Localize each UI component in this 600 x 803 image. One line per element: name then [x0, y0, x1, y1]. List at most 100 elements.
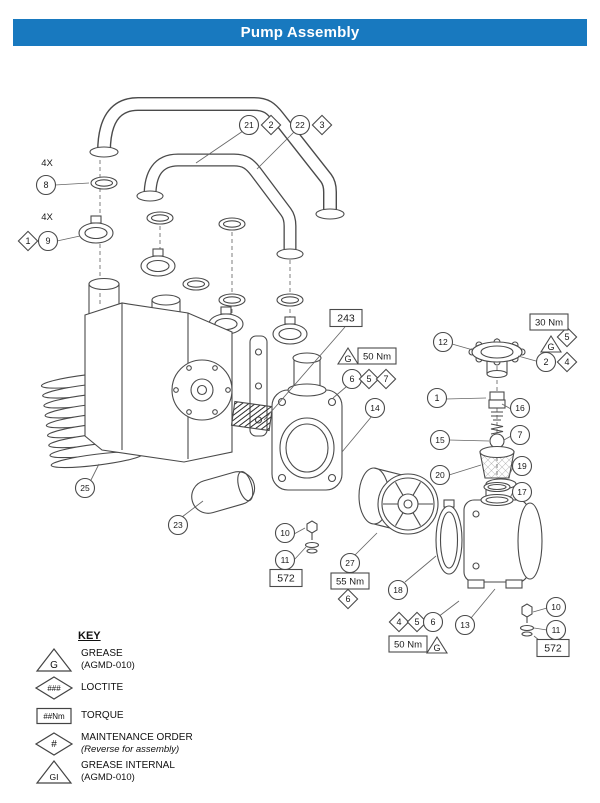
quantity-label: 4X: [41, 212, 53, 223]
torque-label: 30 Nm: [529, 313, 569, 331]
filter-cartridge: [358, 467, 439, 535]
part-balloon-12: 12: [432, 331, 454, 353]
svg-text:4: 4: [564, 357, 569, 367]
maintenance-step-marker-2: 2: [260, 114, 282, 136]
part-balloon-18: 18: [387, 579, 409, 601]
part-balloon-2: 2: [535, 351, 557, 373]
key-title: KEY: [78, 630, 101, 642]
pipe-rear: [89, 97, 345, 220]
svg-text:2: 2: [268, 120, 273, 130]
torque-label: 50 Nm: [388, 635, 428, 653]
maintenance-step-marker-3: 3: [311, 114, 333, 136]
key-item-grease-internal: GI GREASE INTERNAL(AGMD-010): [30, 759, 260, 785]
svg-text:50 Nm: 50 Nm: [363, 352, 391, 363]
svg-text:10: 10: [551, 602, 561, 612]
svg-text:15: 15: [435, 435, 445, 445]
part-balloon-9: 9: [37, 230, 59, 252]
svg-text:18: 18: [393, 585, 403, 595]
flange-plate: [271, 352, 343, 491]
key-item-label: GREASE(AGMD-010): [81, 647, 135, 672]
maintenance-step-marker-5: 5: [556, 326, 578, 348]
maintenance-step-marker-5: 5: [406, 611, 428, 633]
svg-text:25: 25: [80, 483, 90, 493]
svg-text:16: 16: [515, 403, 525, 413]
svg-text:12: 12: [438, 337, 448, 347]
svg-text:8: 8: [43, 180, 48, 190]
svg-text:572: 572: [544, 643, 562, 655]
svg-text:21: 21: [244, 120, 254, 130]
key-item-label: GREASE INTERNAL(AGMD-010): [81, 759, 175, 784]
part-balloon-11: 11: [545, 619, 567, 641]
svg-text:10: 10: [280, 528, 290, 538]
svg-text:#: #: [51, 739, 57, 750]
svg-text:11: 11: [552, 625, 561, 635]
svg-text:G: G: [50, 660, 58, 671]
svg-text:4: 4: [396, 617, 401, 627]
svg-text:14: 14: [370, 403, 380, 413]
part-balloon-17: 17: [511, 481, 533, 503]
pipe-front: [136, 153, 304, 260]
part-balloon-10: 10: [545, 596, 567, 618]
svg-text:19: 19: [517, 461, 527, 471]
svg-text:1: 1: [434, 393, 439, 403]
grease-symbol: G: [337, 346, 359, 365]
svg-text:30 Nm: 30 Nm: [535, 318, 563, 329]
key-item-torque: ##Nm TORQUE: [30, 703, 260, 729]
part-balloon-14: 14: [364, 397, 386, 419]
part-balloon-27: 27: [339, 552, 361, 574]
svg-text:###: ###: [47, 684, 61, 693]
part-balloon-6: 6: [422, 611, 444, 633]
svg-text:55 Nm: 55 Nm: [336, 577, 364, 588]
part-balloon-25: 25: [74, 477, 96, 499]
key-item-label: LOCTITE: [81, 681, 124, 693]
svg-text:5: 5: [414, 617, 419, 627]
leader-lines: [54, 130, 548, 646]
triangle-symbol-icon: GI: [30, 759, 78, 785]
torque-label: 50 Nm: [357, 347, 397, 365]
svg-text:G: G: [433, 643, 440, 653]
svg-text:1: 1: [25, 236, 30, 246]
clamp-ring: [435, 499, 463, 575]
svg-text:6: 6: [430, 617, 435, 627]
key-item-maintenance-order: #MAINTENANCE ORDER(Reverse for assembly): [30, 731, 260, 757]
diamond-symbol-icon: #: [30, 731, 78, 757]
part-balloon-21: 21: [238, 114, 260, 136]
ref-number-label: 572: [536, 638, 570, 658]
triangle-symbol-icon: G: [30, 647, 78, 673]
svg-text:##Nm: ##Nm: [43, 712, 65, 721]
part-balloon-11: 11: [274, 549, 296, 571]
maintenance-step-marker-6: 6: [337, 588, 359, 610]
svg-text:9: 9: [45, 236, 50, 246]
bolt-and-washers-right: [519, 603, 535, 637]
svg-text:11: 11: [281, 555, 290, 565]
svg-text:2: 2: [543, 357, 548, 367]
bolt-and-washers-center: [304, 520, 320, 554]
key-legend: KEY G GREASE(AGMD-010) ### LOCTITE ##Nm TORQU…: [30, 630, 260, 787]
svg-text:7: 7: [383, 374, 388, 384]
svg-text:G: G: [547, 342, 554, 352]
svg-text:7: 7: [517, 430, 522, 440]
svg-text:6: 6: [349, 374, 354, 384]
svg-text:GI: GI: [50, 772, 59, 782]
svg-text:13: 13: [460, 620, 470, 630]
part-balloon-13: 13: [454, 614, 476, 636]
svg-text:5: 5: [366, 374, 371, 384]
maintenance-step-marker-1: 1: [17, 230, 39, 252]
svg-text:243: 243: [337, 313, 355, 325]
muffler: [191, 471, 256, 514]
grease-symbol: G: [426, 635, 448, 654]
svg-text:17: 17: [517, 487, 527, 497]
grease-symbol: G: [540, 334, 562, 353]
torque-label: 55 Nm: [330, 572, 370, 590]
part-balloon-20: 20: [429, 464, 451, 486]
key-item-grease: G GREASE(AGMD-010): [30, 647, 260, 673]
ref-number-label: 572: [269, 568, 303, 588]
pump-housing: [84, 277, 233, 463]
part-balloon-23: 23: [167, 514, 189, 536]
svg-text:22: 22: [295, 120, 305, 130]
svg-text:6: 6: [345, 594, 350, 604]
key-item-label: TORQUE: [81, 709, 124, 721]
maintenance-step-marker-5: 5: [358, 368, 380, 390]
o-rings: [90, 176, 304, 307]
